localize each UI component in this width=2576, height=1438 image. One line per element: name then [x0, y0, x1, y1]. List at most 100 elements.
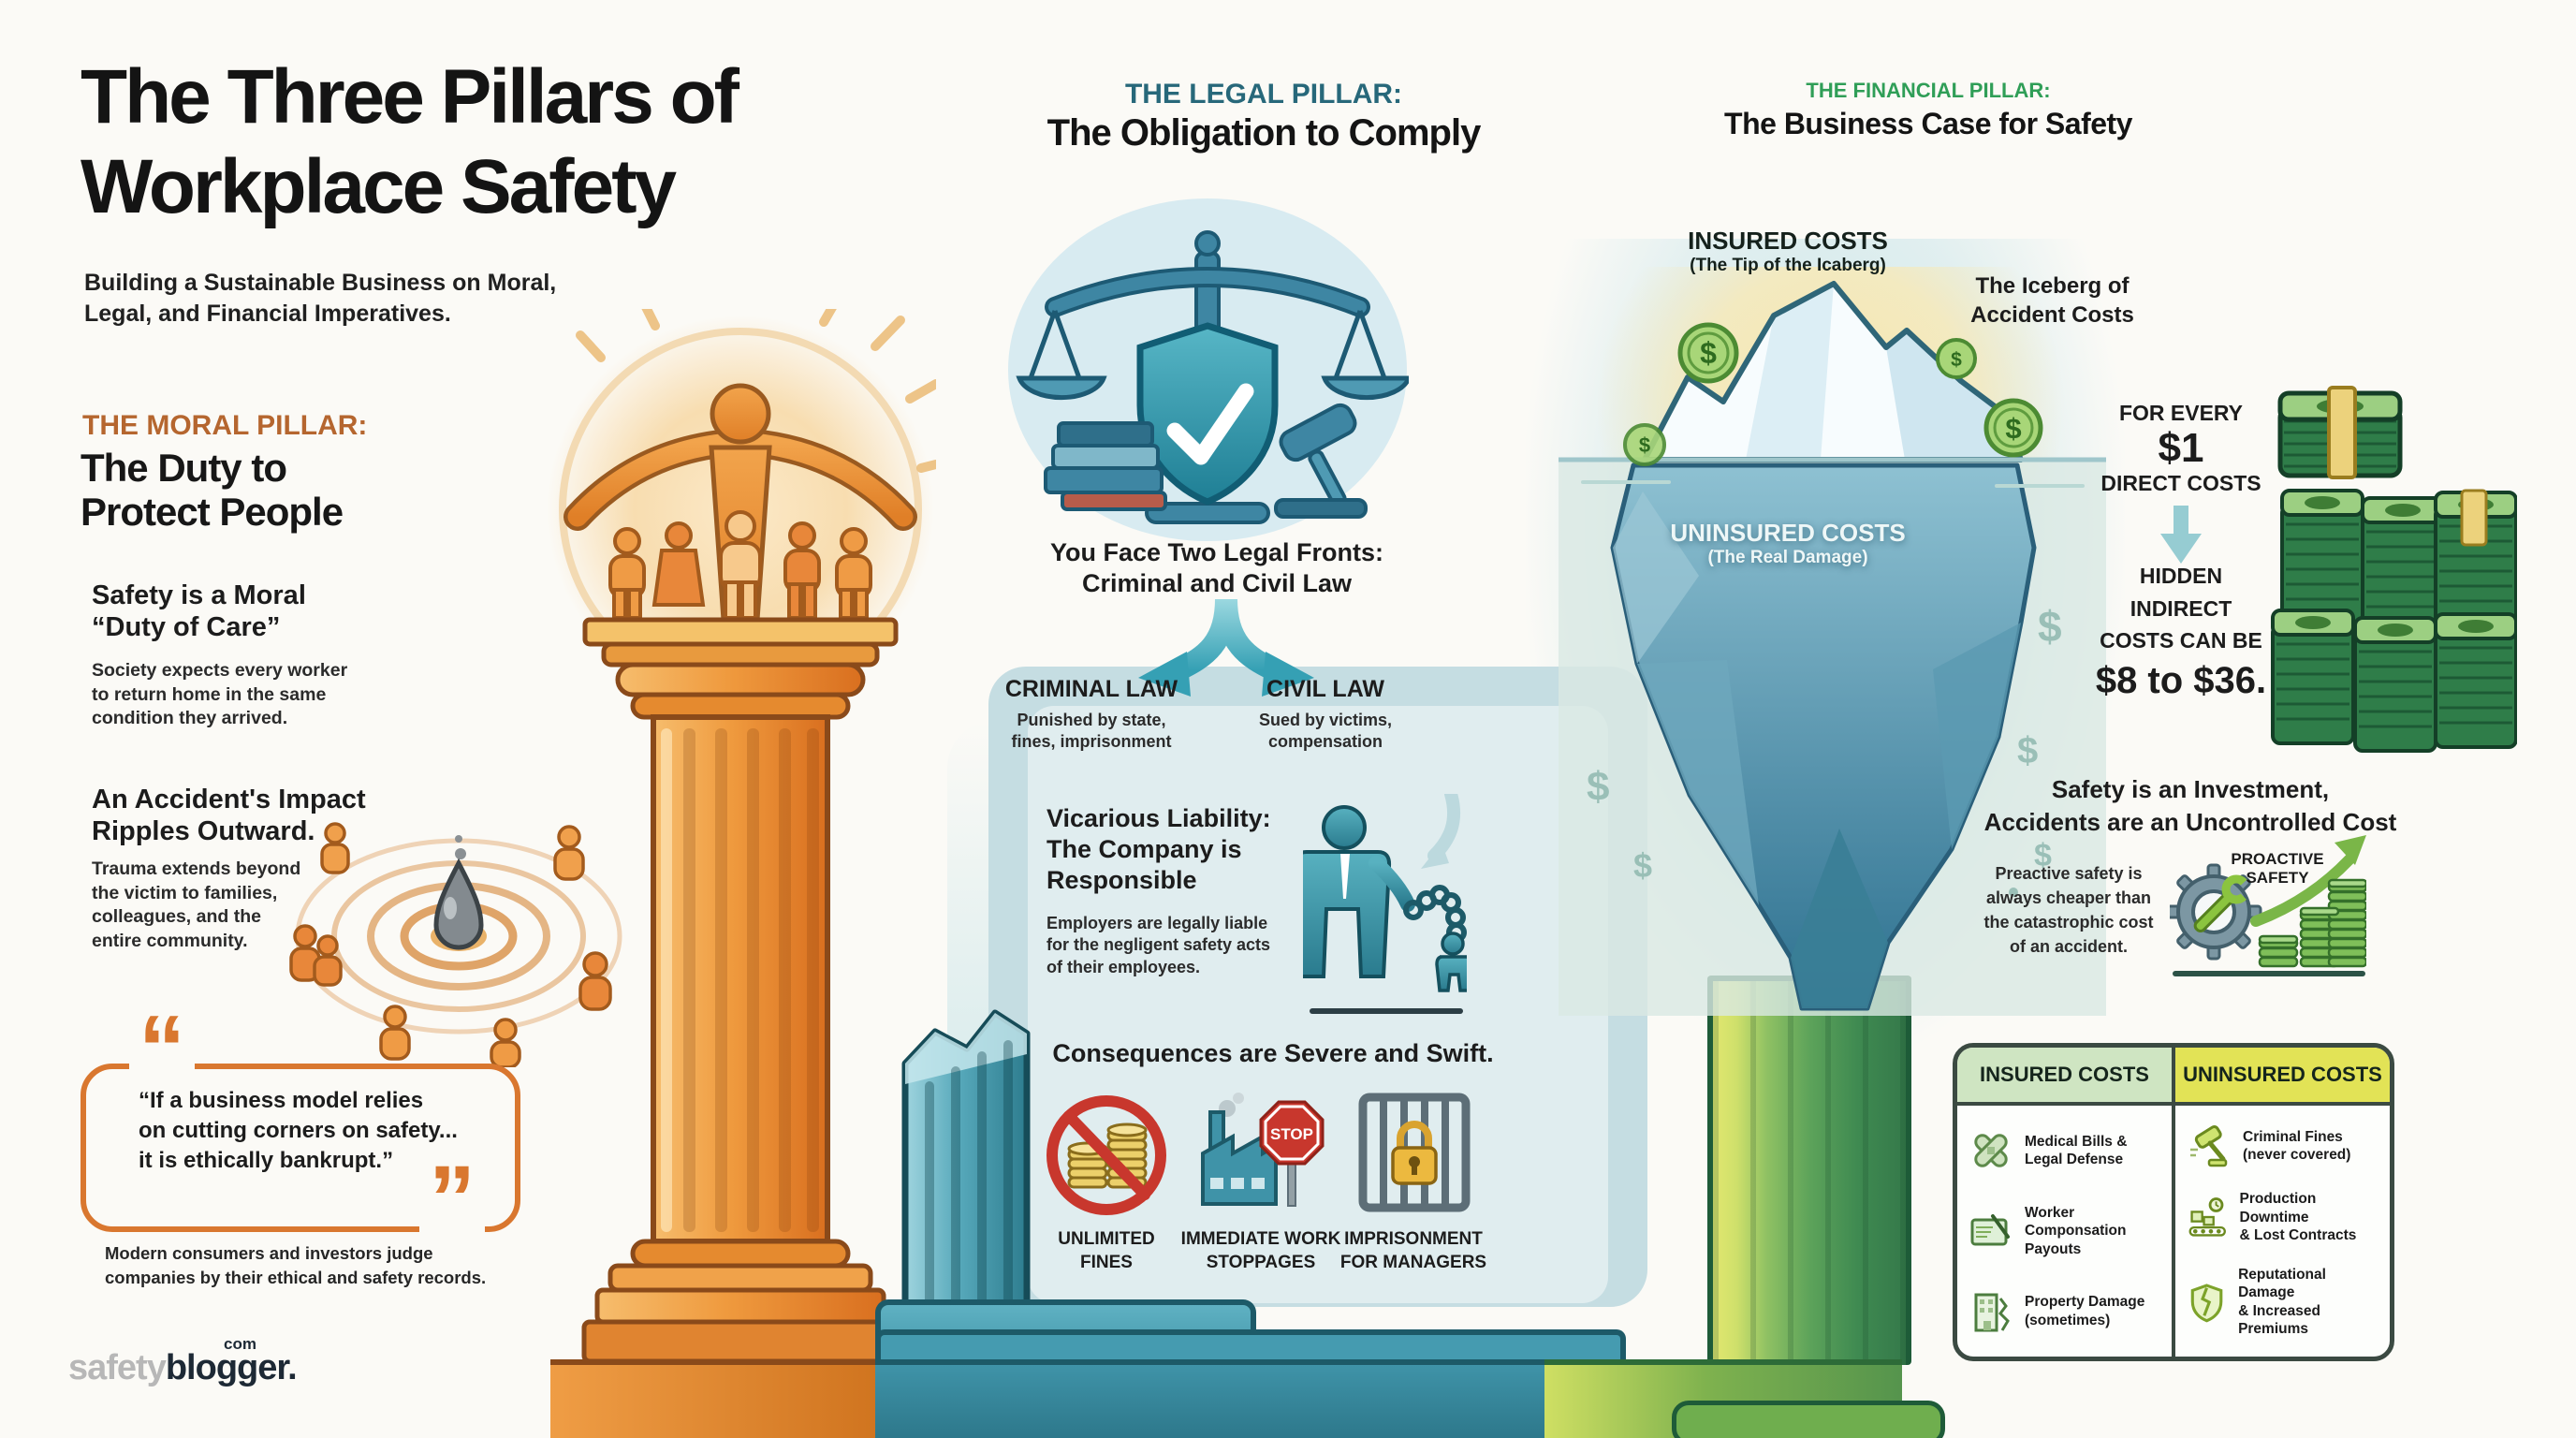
insured-costs-column: Medical Bills & Legal Defense Worker Com… — [1957, 1106, 2175, 1357]
wrench-icon — [2193, 874, 2251, 933]
pillar-capital — [582, 617, 899, 720]
logo-blogger: blogger. — [165, 1348, 298, 1387]
consequence-label: IMPRISONMENT FOR MANAGERS — [1339, 1229, 1487, 1272]
legal-fronts-title: You Face Two Legal Fronts: Criminal and … — [1049, 538, 1384, 597]
money-stacks-large-icon — [2271, 489, 2517, 753]
legal-heading: The Obligation to Comply — [1046, 112, 1482, 154]
hidden-cost-amount: $8 to $36. — [2095, 659, 2267, 701]
gavel-icon — [2190, 1125, 2228, 1167]
duty-of-care-body: Society expects every worker to return h… — [92, 660, 348, 729]
insured-costs-label: INSURED COSTS (The Tip of the Icaberg) — [1688, 227, 1888, 275]
vicarious-title: Vicarious Liability: The Company is Resp… — [1046, 804, 1271, 894]
quote-caption: Modern consumers and investors judge com… — [105, 1243, 487, 1287]
financial-kicker: THE FINANCIAL PILLAR: — [1806, 79, 2051, 102]
building-crack-icon — [1974, 1293, 2010, 1332]
page-subtitle: Building a Sustainable Business on Moral… — [84, 270, 557, 327]
svg-text:STOP: STOP — [1270, 1125, 1313, 1143]
chain-icon — [1403, 885, 1467, 943]
conveyor-icon — [2188, 1197, 2226, 1237]
moral-heading: The Duty to Protect People — [80, 446, 344, 535]
arrow-down-icon — [2160, 506, 2202, 564]
growth-arrow-icon — [2250, 854, 2355, 927]
shield-check-icon — [1136, 322, 1279, 506]
community-people-icons — [289, 822, 612, 1067]
law-books-icon — [1044, 421, 1167, 511]
svg-text:$: $ — [1587, 764, 1609, 810]
investment-title: Safety is an Investment, Accidents are a… — [1983, 775, 2397, 837]
split-arrows-icon — [1138, 599, 1314, 697]
duty-of-care-title: Safety is a Moral “Duty of Care” — [92, 580, 306, 642]
factory-stop-icon: STOP — [1201, 1093, 1325, 1207]
table-row: Medical Bills & Legal Defense — [1969, 1128, 2160, 1173]
vicarious-body: Employers are legally liable for the neg… — [1046, 914, 1271, 976]
coin-stacks-icon — [2258, 878, 2366, 968]
uninsured-costs-label: UNINSURED COSTS (The Real Damage) — [1670, 519, 1906, 567]
gavel-icon — [1274, 403, 1368, 519]
table-row: Reputational Damage & Increased Premiums — [2187, 1266, 2378, 1339]
civil-law-title: CIVIL LAW — [1266, 676, 1384, 702]
broken-shield-icon — [2190, 1284, 2223, 1323]
pillar-shaft — [651, 714, 830, 1244]
consequences-title: Consequences are Severe and Swift. — [1052, 1039, 1494, 1067]
consequence-label: IMMEDIATE WORK STOPPAGES — [1180, 1229, 1341, 1272]
cheque-icon — [1970, 1214, 2010, 1246]
financial-pillar-illustration — [1707, 976, 1911, 1365]
site-logo: safetyblogger. com — [68, 1335, 298, 1388]
iceberg-illustration: $ $ $ $ $ $ $ $ $ — [1559, 267, 2106, 1016]
svg-text:$: $ — [1951, 349, 1962, 371]
sun-rays-icon — [576, 309, 936, 473]
svg-text:$: $ — [1633, 846, 1652, 885]
bandages-icon — [1974, 1134, 2008, 1168]
underwater-dollar-signs: $ $ $ $ $ — [1587, 602, 2062, 897]
vicarious-liability-illustration — [1303, 794, 1467, 1014]
civil-law-body: Sued by victims, compensation — [1258, 711, 1393, 752]
green-pillar-base-cap — [1672, 1401, 1945, 1438]
proactive-safety-label: PROACTIVE SAFETY — [2231, 850, 2324, 888]
hidden-cost-block: HIDDEN INDIRECT COSTS CAN BE $8 to $36. — [2087, 560, 2275, 704]
employee-figure-icon — [1435, 932, 1467, 992]
gear-icon — [2170, 863, 2262, 961]
moral-kicker: THE MORAL PILLAR: — [82, 410, 368, 441]
svg-text:$: $ — [1639, 433, 1650, 457]
quote-text: “If a business model relies on cutting c… — [139, 1088, 458, 1174]
stone-icon — [433, 835, 484, 950]
base-band-teal — [875, 1359, 1554, 1438]
base-band-orange — [550, 1359, 880, 1438]
legal-kicker: THE LEGAL PILLAR: — [1124, 79, 1403, 110]
money-stack-small-icon — [2277, 386, 2403, 479]
ripple-title: An Accident's Impact Ripples Outward. — [92, 785, 366, 846]
no-coins-icon — [1046, 1095, 1166, 1215]
iceberg-underwater — [1610, 462, 2037, 1011]
investment-body: Preactive safety is always cheaper than … — [1983, 864, 2154, 957]
open-quote-mark: “ — [129, 1002, 195, 1095]
svg-text:$: $ — [2005, 412, 2021, 445]
proactive-safety-illustration — [2170, 835, 2366, 976]
employer-figure-icon — [1303, 805, 1415, 978]
logo-safety: safety — [68, 1348, 167, 1387]
svg-text:$: $ — [2038, 602, 2062, 651]
svg-text:$: $ — [2017, 730, 2038, 771]
ripple-illustration — [289, 822, 622, 1067]
financial-heading: The Business Case for Safety — [1724, 107, 2132, 140]
svg-text:$: $ — [2034, 838, 2052, 873]
scales-of-justice-illustration — [1008, 198, 1409, 541]
jail-padlock-icon — [1358, 1093, 1471, 1212]
insured-costs-header: INSURED COSTS — [1957, 1048, 2174, 1102]
quote-box — [80, 1064, 520, 1232]
broken-legal-pillar-illustration — [894, 1009, 1039, 1363]
direct-cost-ratio: FOR EVERY $1 DIRECT COSTS — [2087, 401, 2275, 496]
logo-tld: com — [224, 1335, 256, 1353]
consequence-label: UNLIMITED FINES — [1058, 1229, 1155, 1272]
uninsured-costs-column: Criminal Fines (never covered) Productio… — [2175, 1106, 2390, 1357]
uninsured-costs-header: UNINSURED COSTS — [2174, 1048, 2390, 1102]
page-title: The Three Pillars of Workplace Safety — [80, 54, 739, 229]
table-row: Worker Componsation Payouts — [1969, 1204, 2160, 1258]
direct-cost-amount: $1 — [2158, 425, 2204, 471]
table-row: Property Damage (sometimes) — [1969, 1289, 2160, 1334]
ripple-body: Trauma extends beyond the victim to fami… — [92, 858, 301, 952]
table-row: Criminal Fines (never covered) — [2187, 1123, 2378, 1168]
svg-text:$: $ — [1700, 336, 1717, 370]
criminal-law-title: CRIMINAL LAW — [1004, 676, 1178, 702]
table-row: Production Downtime & Lost Contracts — [2187, 1190, 2378, 1244]
